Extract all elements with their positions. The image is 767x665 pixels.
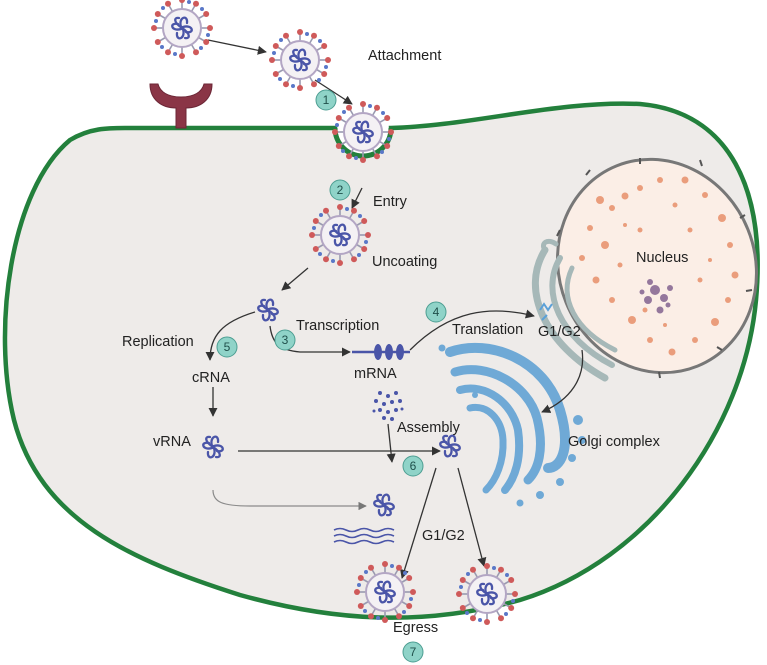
svg-text:4: 4 xyxy=(433,305,440,319)
rna-strands xyxy=(333,527,395,545)
label-assembly: Assembly xyxy=(397,420,461,436)
step-badge-6: 6 xyxy=(402,455,424,477)
protein-particles xyxy=(372,391,404,421)
svg-text:6: 6 xyxy=(410,459,417,473)
svg-text:7: 7 xyxy=(410,645,417,659)
svg-text:3: 3 xyxy=(282,333,289,347)
label-replication: Replication xyxy=(122,334,194,350)
step-badge-4: 4 xyxy=(425,301,447,323)
svg-text:2: 2 xyxy=(337,183,344,197)
step-badge-3: 3 xyxy=(274,329,296,351)
step-badge-5: 5 xyxy=(216,336,238,358)
label-g1g2-lower: G1/G2 xyxy=(422,528,465,544)
svg-text:1: 1 xyxy=(323,93,330,107)
endoplasmic-reticulum xyxy=(531,238,618,382)
golgi-complex xyxy=(438,342,586,507)
mrna-icon xyxy=(352,344,410,360)
nucleus xyxy=(556,157,758,379)
arrows xyxy=(205,39,584,579)
svg-text:5: 5 xyxy=(224,340,231,354)
virion-icon xyxy=(151,0,213,59)
nuclear-pores xyxy=(556,158,753,379)
step-badge-1: 1 xyxy=(315,89,337,111)
label-mrna: mRNA xyxy=(354,366,397,382)
step-badge-7: 7 xyxy=(402,641,424,663)
virion-icon xyxy=(269,29,331,91)
protein-icon xyxy=(539,302,553,321)
label-transcription: Transcription xyxy=(296,318,379,334)
receptor-icon xyxy=(149,83,213,129)
label-attachment: Attachment xyxy=(368,48,441,64)
chromatin-dots xyxy=(579,176,739,356)
nucleolus xyxy=(639,279,673,314)
label-translation: Translation xyxy=(452,322,523,338)
label-g1g2-upper: G1/G2 xyxy=(538,324,581,340)
label-uncoating: Uncoating xyxy=(372,254,437,270)
label-egress: Egress xyxy=(393,620,438,636)
step-badge-2: 2 xyxy=(329,179,351,201)
label-entry: Entry xyxy=(373,194,408,210)
label-golgi: Golgi complex xyxy=(568,434,661,450)
label-nucleus: Nucleus xyxy=(636,250,688,266)
label-vrna: vRNA xyxy=(153,434,191,450)
label-crna: cRNA xyxy=(192,370,230,386)
